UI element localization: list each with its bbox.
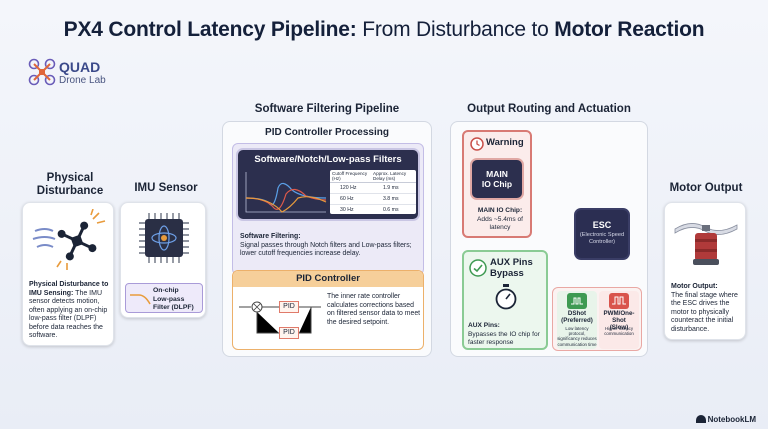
title-part-2: From Disturbance to	[356, 18, 555, 41]
aux-pins-caption: AUX Pins: Bypasses the IO chip for faste…	[468, 322, 548, 348]
filters-title: Software/Notch/Low-pass Filters	[254, 154, 402, 165]
software-heading: Software Filtering Pipeline	[254, 103, 400, 115]
table-row: 60 Hz 3.8 ms	[330, 194, 416, 205]
pid-controller-title: PID Controller	[233, 271, 423, 287]
imu-chip-icon	[139, 213, 189, 263]
main-io-caption-text: Adds ~5.4ms of latency	[477, 215, 523, 232]
disturbance-caption-title: Physical Disturbance to IMU Sensing:	[29, 281, 109, 297]
esc-box: ESC (Electronic Speed Controller)	[574, 208, 630, 260]
filter-caption-text: Signal passes through Notch filters and …	[240, 241, 412, 258]
table-row: 120 Hz 1.9 ms	[330, 183, 416, 194]
aux-pins-caption-text: Bypasses the IO chip for faster response	[468, 330, 540, 347]
disturbance-card: Physical Disturbance to IMU Sensing: The…	[22, 202, 114, 346]
pid-caption: The inner rate controller calculates cor…	[327, 293, 421, 326]
filter-caption: Software Filtering: Signal passes throug…	[240, 233, 422, 259]
table-header-latency: Approx. Latency Delay (ms)	[373, 171, 407, 181]
aux-pins-caption-title: AUX Pins:	[468, 322, 500, 329]
dshot-title: DShot (Preferred)	[561, 310, 593, 324]
pwm-title: PWM/One-Shot (Slow)	[603, 310, 635, 331]
page-title: PX4 Control Latency Pipeline: From Distu…	[0, 18, 768, 42]
pwm-caption: Higher latency communication	[604, 326, 634, 337]
disturbance-caption-text: The IMU sensor detects motion, often app…	[29, 289, 108, 340]
esc-subtitle: (Electronic Speed Controller)	[579, 232, 625, 245]
aux-pins-section: AUX Pins Bypass AUX Pins: Bypasses the I…	[462, 250, 548, 350]
aux-pins-title: AUX Pins Bypass	[490, 257, 533, 279]
motor-caption-text: The final stage where the ESC drives the…	[671, 291, 738, 333]
pid-block-forward: PID	[279, 301, 299, 313]
table-row: 30 Hz 0.6 ms	[330, 205, 416, 215]
latency-table: Cutoff Frequency (Hz) Approx. Latency De…	[330, 170, 416, 214]
table-cell-delay: 3.8 ms	[382, 196, 399, 202]
main-io-caption: MAIN IO Chip: Adds ~5.4ms of latency	[468, 207, 532, 233]
main-io-chip-label: MAIN IO Chip	[481, 169, 513, 189]
pid-processing-title: PID Controller Processing	[265, 127, 389, 138]
table-cell-freq: 120 Hz	[340, 185, 357, 191]
dlpf-box: On-chip Low-pass Filter (DLPF)	[125, 283, 203, 313]
logo-text-drone-lab: Drone Lab	[59, 75, 106, 86]
main-io-caption-title: MAIN IO Chip:	[477, 207, 523, 214]
filter-response-graph	[245, 172, 327, 213]
motor-caption-title: Motor Output:	[671, 283, 718, 290]
table-cell-freq: 30 Hz	[340, 207, 354, 213]
disturbance-heading: Physical Disturbance	[36, 172, 104, 197]
title-part-1: PX4 Control Latency Pipeline:	[63, 18, 357, 41]
pid-loop-diagram	[239, 301, 321, 334]
motor-heading: Motor Output	[669, 182, 743, 194]
dshot-option: DShot (Preferred) Low latency protocol, …	[557, 291, 597, 349]
low-pass-curve-icon	[130, 294, 151, 305]
notebooklm-icon	[695, 415, 706, 423]
clock-warning-icon	[470, 137, 484, 151]
motor-propeller-icon	[674, 223, 738, 265]
main-io-section: Warning MAIN IO Chip MAIN IO Chip: Adds …	[462, 130, 532, 238]
protocol-section: DShot (Preferred) Low latency protocol, …	[552, 287, 642, 351]
imu-heading: IMU Sensor	[134, 182, 198, 194]
stopwatch-icon	[495, 284, 517, 310]
table-cell-delay: 1.9 ms	[382, 185, 399, 191]
table-cell-freq: 60 Hz	[340, 196, 354, 202]
main-io-chip: MAIN IO Chip	[470, 158, 524, 200]
disturbance-caption: Physical Disturbance to IMU Sensing: The…	[29, 281, 111, 341]
quad-drone-lab-logo: QUAD Drone Lab	[28, 58, 148, 88]
footer-brand: NotebookLM	[707, 415, 756, 424]
dlpf-label: On-chip Low-pass Filter (DLPF)	[153, 287, 194, 311]
motor-card: Motor Output: The final stage where the …	[664, 202, 746, 340]
esc-title: ESC	[592, 220, 612, 230]
table-header-cutoff: Cutoff Frequency (Hz)	[332, 171, 368, 181]
drone-disturbance-icon	[32, 209, 106, 270]
pid-controller-section: PID Controller PID PID The inner rate co…	[232, 270, 424, 350]
check-icon	[469, 259, 487, 277]
warning-label: Warning	[486, 137, 524, 148]
motor-caption: Motor Output: The final stage where the …	[671, 283, 745, 334]
logo-text-quad: QUAD	[59, 59, 101, 75]
filter-caption-title: Software Filtering:	[240, 233, 301, 240]
title-part-3: Motor Reaction	[554, 18, 705, 41]
imu-card: On-chip Low-pass Filter (DLPF)	[120, 202, 206, 318]
pwm-option: PWM/One-Shot (Slow) Higher latency commu…	[599, 291, 639, 349]
filters-card: Software/Notch/Low-pass Filters Cutoff F…	[236, 148, 420, 221]
dshot-signal-icon	[567, 293, 587, 309]
notebooklm-watermark: NotebookLM	[695, 415, 756, 424]
pwm-signal-icon	[609, 293, 629, 309]
pid-block-feedback: PID	[279, 327, 299, 339]
dshot-caption: Low latency protocol, significancy reduc…	[557, 326, 597, 347]
output-heading: Output Routing and Actuation	[467, 103, 631, 115]
drone-logo-icon	[28, 58, 56, 86]
table-cell-delay: 0.6 ms	[382, 207, 399, 213]
